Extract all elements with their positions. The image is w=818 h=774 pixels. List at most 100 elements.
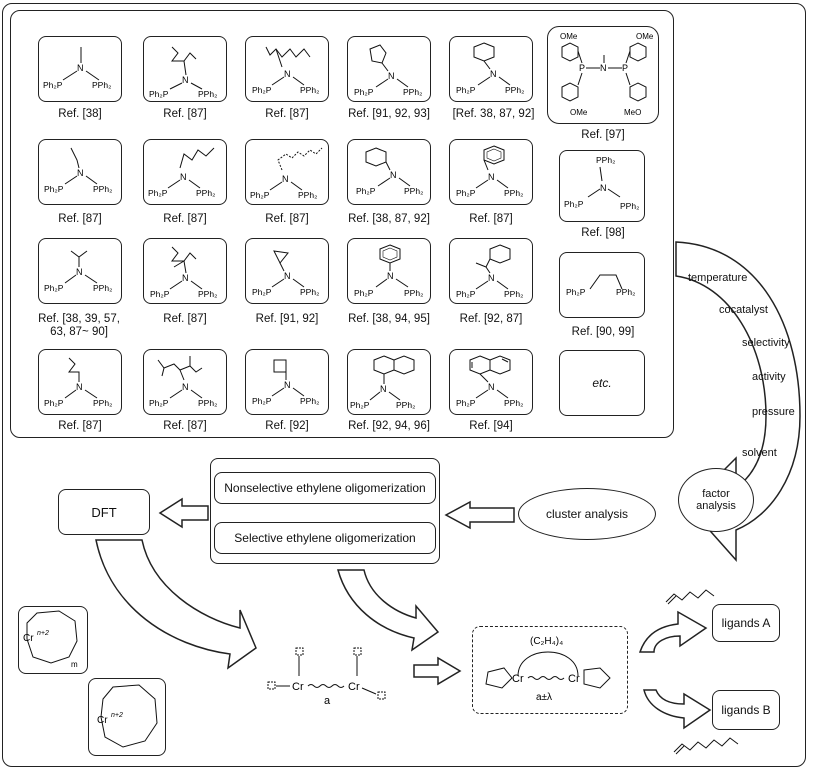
svg-text:Ph₂P: Ph₂P <box>564 199 584 209</box>
svg-text:PPh₂: PPh₂ <box>196 188 215 198</box>
svg-text:PPh₂: PPh₂ <box>504 289 523 299</box>
ligand-card-15: N Ph₂P PPh₂ <box>245 238 329 304</box>
ligand-card-18: Ph₂P PPh₂ <box>559 252 645 318</box>
ligands-a-box: ligands A <box>712 604 780 642</box>
ligand-card-11: N Ph₂P PPh₂ <box>449 139 533 205</box>
svg-text:N: N <box>282 174 289 184</box>
factor-activity: activity <box>752 371 786 383</box>
ligand-card-6: OMe OMe P N P OMe MeO <box>547 26 659 124</box>
arrow-selective-to-dimer <box>337 569 440 652</box>
factor-cocatalyst: cocatalyst <box>719 304 768 316</box>
ligand-card-14: N Ph₂P PPh₂ <box>143 238 227 304</box>
factor-analysis-node: factor analysis <box>678 468 754 532</box>
ligand-structure: N Ph₂P PPh₂ <box>149 356 217 408</box>
ligand-structure: N Ph₂P PPh₂ <box>44 250 112 293</box>
svg-text:Ph₂P: Ph₂P <box>44 398 64 408</box>
ligand-card-9: N Ph₂P PPh₂ <box>245 139 329 205</box>
ligand-card-10: N Ph₂P PPh₂ <box>347 139 431 205</box>
svg-text:N: N <box>488 273 495 283</box>
ligand-structure: Ph₂P PPh₂ <box>566 274 635 297</box>
svg-text:PPh₂: PPh₂ <box>198 289 217 299</box>
svg-text:N: N <box>182 273 189 283</box>
ligand-ref-15: Ref. [91, 92] <box>255 313 319 325</box>
ligands-a-label: ligands A <box>721 616 771 630</box>
svg-text:N: N <box>387 271 394 281</box>
factor-temperature: temperature <box>688 272 748 284</box>
svg-text:PPh₂: PPh₂ <box>504 188 523 198</box>
ligand-card-4: N Ph₂P PPh₂ <box>347 36 431 102</box>
svg-text:Ph₂P: Ph₂P <box>150 289 170 299</box>
svg-text:N: N <box>380 384 387 394</box>
svg-text:N: N <box>284 271 291 281</box>
ligand-ref-6: Ref. [97] <box>581 129 625 141</box>
ligand-card-20: N Ph₂P PPh₂ <box>143 349 227 415</box>
svg-text:Ph₂P: Ph₂P <box>43 80 63 90</box>
svg-text:a: a <box>324 695 331 706</box>
svg-text:Ph₂P: Ph₂P <box>44 283 64 293</box>
ligand-card-3: N Ph₂P PPh₂ <box>245 36 329 102</box>
svg-text:PPh₂: PPh₂ <box>403 87 422 97</box>
etc-label: etc. <box>592 376 612 390</box>
svg-text:Ph₂P: Ph₂P <box>252 396 272 406</box>
svg-text:Ph₂P: Ph₂P <box>148 188 168 198</box>
svg-text:PPh₂: PPh₂ <box>198 398 217 408</box>
svg-text:PPh₂: PPh₂ <box>300 287 319 297</box>
svg-text:N: N <box>77 63 84 73</box>
svg-text:N: N <box>76 267 83 277</box>
svg-text:PPh₂: PPh₂ <box>300 396 319 406</box>
ligand-ref-2: Ref. [87] <box>163 108 207 120</box>
ligand-ref-7: Ref. [87] <box>58 213 102 225</box>
hexene-structure <box>665 589 715 605</box>
svg-text:N: N <box>180 172 187 182</box>
svg-text:N: N <box>600 183 607 193</box>
ligand-ref-4: Ref. [91, 92, 93] <box>348 108 430 120</box>
ligand-structure: N Ph₂P PPh₂ <box>456 42 524 95</box>
nonselective-oligomerization-box: Nonselective ethylene oligomerization <box>214 472 436 504</box>
svg-text:OMe: OMe <box>560 32 578 41</box>
svg-text:Ph₂P: Ph₂P <box>456 398 476 408</box>
ligand-card-23: N Ph₂P PPh₂ <box>449 349 533 415</box>
ligand-card-16: N Ph₂P PPh₂ <box>347 238 431 304</box>
svg-text:Ph₂P: Ph₂P <box>456 289 476 299</box>
ligands-b-box: ligands B <box>712 690 780 730</box>
selective-oligomerization-box: Selective ethylene oligomerization <box>214 522 436 554</box>
ligand-structure: N Ph₂P PPh₂ <box>150 246 217 299</box>
selective-label: Selective ethylene oligomerization <box>234 531 416 545</box>
svg-text:PPh₂: PPh₂ <box>300 85 319 95</box>
ligand-structure: N Ph₂P PPh₂ <box>456 145 523 198</box>
svg-text:N: N <box>284 380 291 390</box>
svg-text:a±λ: a±λ <box>536 692 552 703</box>
dimer-a-structure: Cr Cr a <box>267 647 386 706</box>
ligand-ref-21: Ref. [92] <box>265 420 309 432</box>
arrow-to-ligands-a <box>638 610 708 653</box>
svg-text:PPh₂: PPh₂ <box>620 201 639 211</box>
svg-text:Ph₂P: Ph₂P <box>44 184 64 194</box>
ligand-card-5: N Ph₂P PPh₂ <box>449 36 533 102</box>
ligand-structure: N Ph₂P PPh₂ <box>356 147 423 196</box>
ligand-ref-9: Ref. [87] <box>265 213 309 225</box>
dimer-b-structure: (C₂H₄)₄ Cr Cr a±λ <box>485 636 611 703</box>
ligand-structure: N Ph₂P PPh₂ <box>43 47 111 90</box>
ligand-structure: N Ph₂P PPh₂ <box>252 250 319 297</box>
ligand-ref-20: Ref. [87] <box>163 420 207 432</box>
ligand-card-19: N Ph₂P PPh₂ <box>38 349 122 415</box>
ligand-card-12: PPh₂ N Ph₂P PPh₂ <box>559 150 645 222</box>
svg-text:Cr: Cr <box>97 715 108 726</box>
svg-text:N: N <box>488 382 495 392</box>
svg-text:P: P <box>622 63 628 73</box>
svg-text:PPh₂: PPh₂ <box>616 287 635 297</box>
svg-text:PPh₂: PPh₂ <box>505 85 524 95</box>
svg-text:Ph₂P: Ph₂P <box>456 188 476 198</box>
ligand-structure: N Ph₂P PPh₂ <box>456 244 523 299</box>
ligand-structure: N Ph₂P PPh₂ <box>456 355 523 408</box>
svg-text:OMe: OMe <box>636 32 654 41</box>
svg-text:N: N <box>182 75 189 85</box>
ligand-card-13: N Ph₂P PPh₂ <box>38 238 122 304</box>
svg-text:Ph₂P: Ph₂P <box>149 398 169 408</box>
ligand-ref-23: Ref. [94] <box>469 420 513 432</box>
svg-text:Ph₂P: Ph₂P <box>252 85 272 95</box>
svg-text:Ph₂P: Ph₂P <box>356 186 376 196</box>
ligand-structure: OMe OMe P N P OMe MeO <box>560 32 654 117</box>
factor-curved-arrow <box>675 241 801 562</box>
ligand-ref-19: Ref. [87] <box>58 420 102 432</box>
